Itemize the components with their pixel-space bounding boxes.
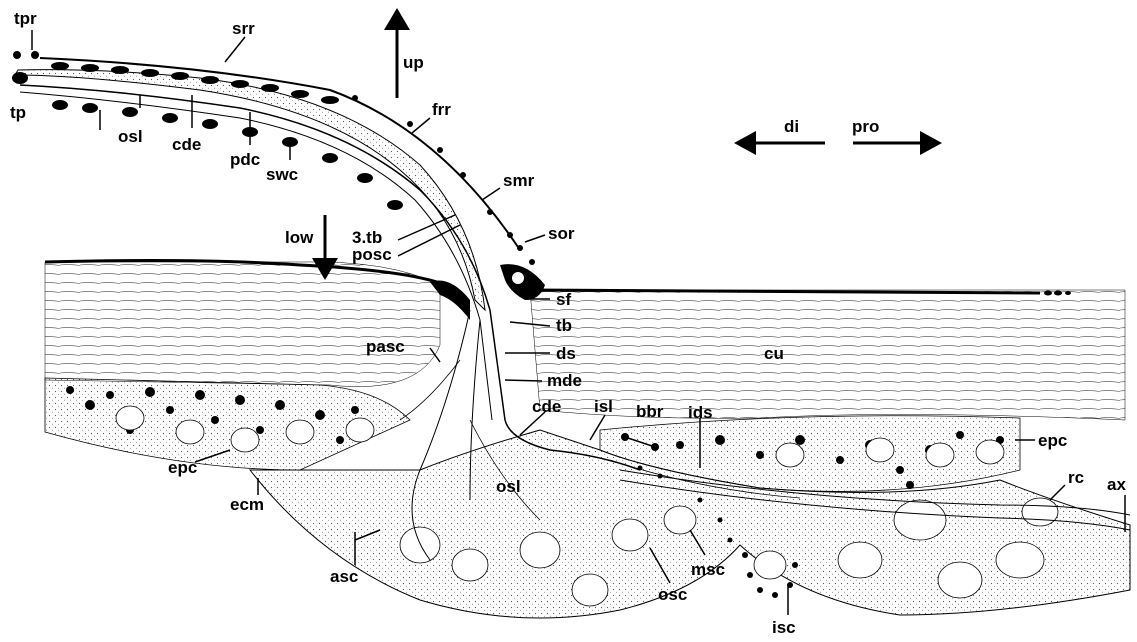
label-osc: osc: [658, 585, 687, 604]
label-isl: isl: [594, 397, 613, 416]
label-swc: swc: [266, 165, 298, 184]
label-epc-left: epc: [168, 458, 197, 477]
label-ax: ax: [1107, 475, 1126, 494]
label-isc: isc: [772, 618, 796, 637]
label-up: up: [403, 53, 424, 72]
label-cu: cu: [764, 344, 784, 363]
direction-arrows: [312, 8, 942, 280]
label-tpr: tpr: [14, 9, 37, 28]
label-tp: tp: [10, 103, 26, 122]
label-sor: sor: [548, 224, 575, 243]
label-ecm: ecm: [230, 495, 264, 514]
label-asc: asc: [330, 567, 358, 586]
label-rc: rc: [1068, 468, 1084, 487]
label-pdc: pdc: [230, 150, 260, 169]
label-frr: frr: [432, 100, 451, 119]
label-pasc: pasc: [366, 337, 405, 356]
label-pro: pro: [852, 117, 879, 136]
label-ids: ids: [688, 403, 713, 422]
label-srr: srr: [232, 19, 255, 38]
label-ds: ds: [556, 344, 576, 363]
label-mde: mde: [547, 371, 582, 390]
label-cde-mid: cde: [532, 397, 561, 416]
label-osl-top: osl: [118, 127, 143, 146]
label-di: di: [784, 117, 799, 136]
label-cde-top: cde: [172, 135, 201, 154]
label-osl-mid: osl: [496, 477, 521, 496]
label-smr: smr: [503, 171, 535, 190]
label-msc: msc: [691, 560, 725, 579]
label-posc: posc: [352, 245, 392, 264]
label-low: low: [285, 228, 314, 247]
label-tb: tb: [556, 316, 572, 335]
label-bbr: bbr: [636, 402, 664, 421]
label-epc-right: epc: [1038, 431, 1067, 450]
label-sf: sf: [556, 290, 571, 309]
socket-region: [430, 264, 545, 320]
